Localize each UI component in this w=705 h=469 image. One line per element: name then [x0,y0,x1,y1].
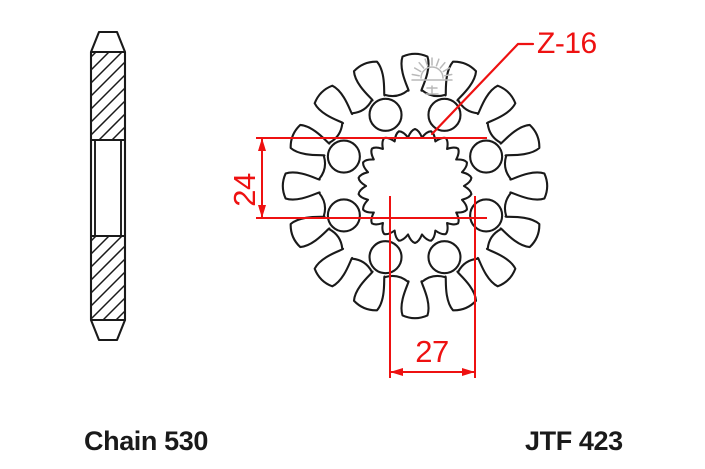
dimension-27-arrow [390,368,403,376]
part-number-caption: JTF 423 [525,426,623,456]
dimension-24-label: 24 [227,173,262,207]
sun-ray [424,58,429,67]
lightening-hole [427,240,462,275]
lightening-hole [469,198,504,233]
callout-leader-line [430,42,535,136]
sun-ray [435,58,440,67]
lightening-hole [469,139,504,174]
lightening-hole [368,97,403,132]
splined-bore-outline [357,127,473,245]
sun-ray [439,61,446,69]
dimension-24-lines [256,137,487,219]
callout-group: Z-16 [430,27,597,136]
dimension-27-arrow [462,368,475,376]
lightening-hole [368,240,403,275]
lightening-hole [326,139,361,174]
dimension-24-group: 24 [227,137,487,219]
dimension-27-lines [389,196,476,378]
sun-ray [444,73,453,77]
hatch-line-0 [90,87,126,123]
hatch-line-1 [90,284,126,320]
hatch-line-0 [98,113,126,141]
hatch-line-1 [90,235,110,255]
side-view-group [89,30,127,342]
hatch-line-1 [115,310,126,321]
chain-caption: Chain 530 [84,426,208,456]
hatch-line-0 [90,61,126,97]
hatch-line-0 [90,74,126,110]
hatch-line-1 [90,235,123,268]
hatch-line-1 [90,245,126,281]
dimension-24-arrow [258,205,266,218]
logo-mark [425,85,439,95]
sun-ray [413,67,422,73]
dimension-27-group: 27 [389,196,476,378]
lightening-hole [427,97,462,132]
sun-ray [418,61,425,69]
hatch-line-0 [111,126,126,141]
hatch-line-0 [90,100,126,136]
hatch-line-1 [90,258,126,294]
lightening-hole [326,198,361,233]
hatch-line-1 [102,297,126,321]
hatch-line-0 [90,51,123,84]
dimension-27-label: 27 [415,334,448,369]
sun-ray [411,73,420,77]
face-view-group [281,52,549,320]
sun-logo-watermark [411,57,453,95]
teeth-count-label: Z-16 [537,27,597,60]
hatch-line-1 [90,271,126,307]
lightening-hole-group [326,97,504,275]
sun-dome [420,66,444,79]
dimension-24-arrow [258,138,266,151]
sun-ray [442,67,451,73]
bore-section [90,51,126,321]
hatch-line-0 [90,51,110,71]
